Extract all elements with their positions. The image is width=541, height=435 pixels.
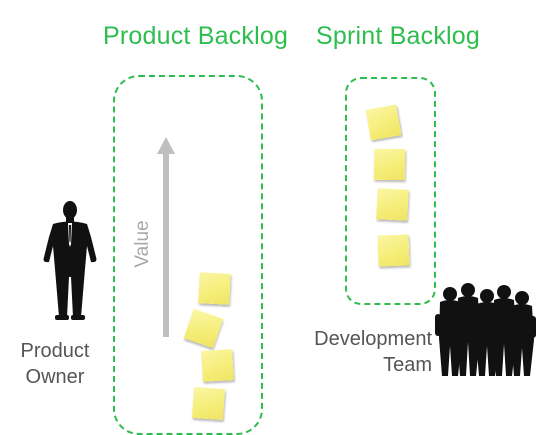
product-backlog-sticky-note-icon (191, 386, 226, 421)
development-team-caption-line: Team (383, 354, 432, 376)
product-backlog-heading: Product Backlog (103, 22, 289, 50)
value-arrow-head-icon (157, 137, 175, 154)
product-backlog-sticky-note-icon (198, 272, 231, 305)
sprint-backlog-sticky-note-icon (377, 234, 410, 267)
product-backlog-sticky-note-icon (201, 349, 234, 382)
sprint-backlog-sticky-note-icon (373, 148, 406, 181)
value-arrow-icon (163, 152, 169, 337)
product-owner-caption-line: Owner (25, 366, 85, 388)
sprint-backlog-sticky-note-icon (376, 188, 409, 221)
product-owner-caption-line: Product (20, 340, 90, 362)
development-team-caption: Development Team (298, 326, 432, 378)
sprint-backlog-lane (345, 77, 436, 305)
value-axis-label: Value (132, 220, 153, 268)
product-owner-silhouette-icon (43, 201, 97, 320)
sprint-backlog-heading: Sprint Backlog (316, 22, 480, 50)
sprint-backlog-sticky-note-icon (365, 104, 402, 141)
product-owner-caption: Product Owner (14, 338, 96, 390)
development-team-silhouette-icon (435, 283, 536, 376)
development-team-caption-line: Development (314, 328, 432, 350)
